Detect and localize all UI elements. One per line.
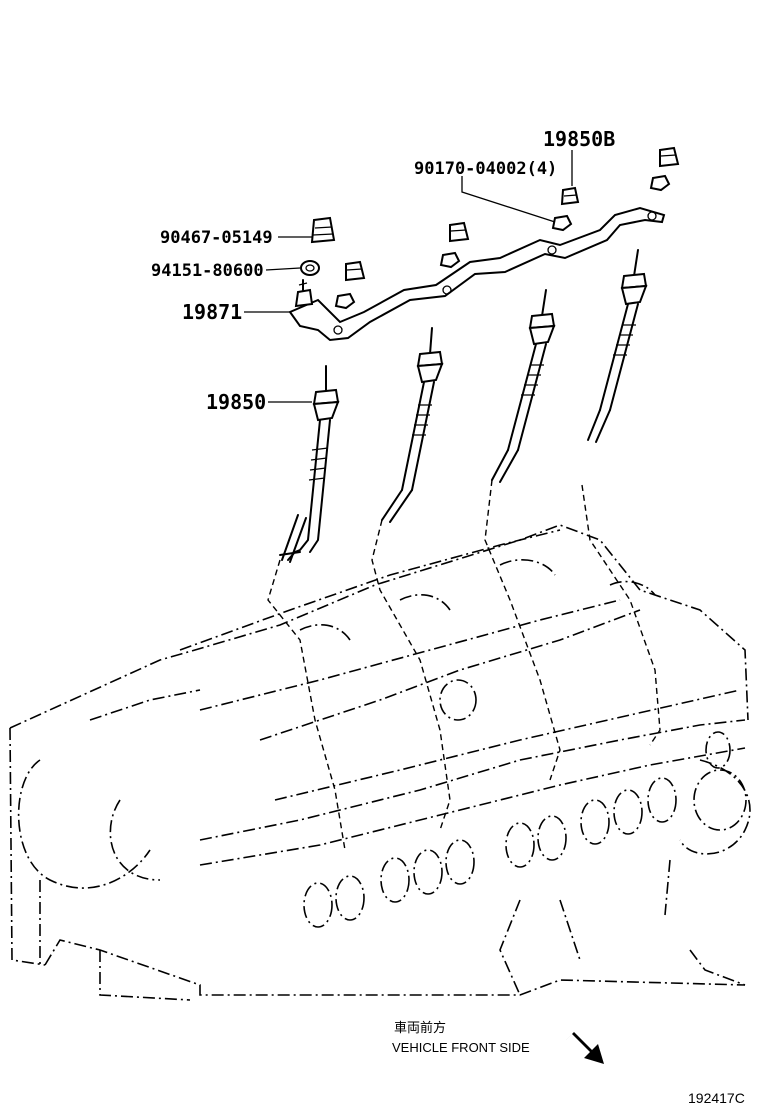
callout-19850B: 19850B	[543, 127, 615, 151]
vehicle-front-note-english: VEHICLE FRONT SIDE	[392, 1040, 530, 1055]
figure-number: 192417C	[688, 1090, 745, 1106]
callout-94151-80600: 94151-80600	[151, 261, 264, 281]
callout-19871: 19871	[182, 300, 242, 324]
nuts-and-caps	[300, 146, 680, 310]
installation-guide-lines	[267, 479, 661, 851]
glow-plug-4	[587, 249, 648, 443]
glow-plug-2	[381, 327, 444, 523]
callout-90170-04002: 90170-04002(4)	[414, 159, 557, 179]
callout-19850: 19850	[206, 390, 266, 414]
glow-plug-1	[279, 365, 340, 563]
arrow-down-right-icon	[566, 1032, 604, 1064]
cylinder-head-outline	[9, 524, 751, 1001]
glow-plug-3	[491, 289, 556, 483]
port-openings	[303, 731, 747, 928]
leader-lines	[244, 150, 573, 403]
glow-plug-connector-bar	[288, 206, 666, 342]
vehicle-front-note-japanese: 車両前方	[394, 1020, 446, 1035]
callout-90467-05149: 90467-05149	[160, 228, 273, 248]
